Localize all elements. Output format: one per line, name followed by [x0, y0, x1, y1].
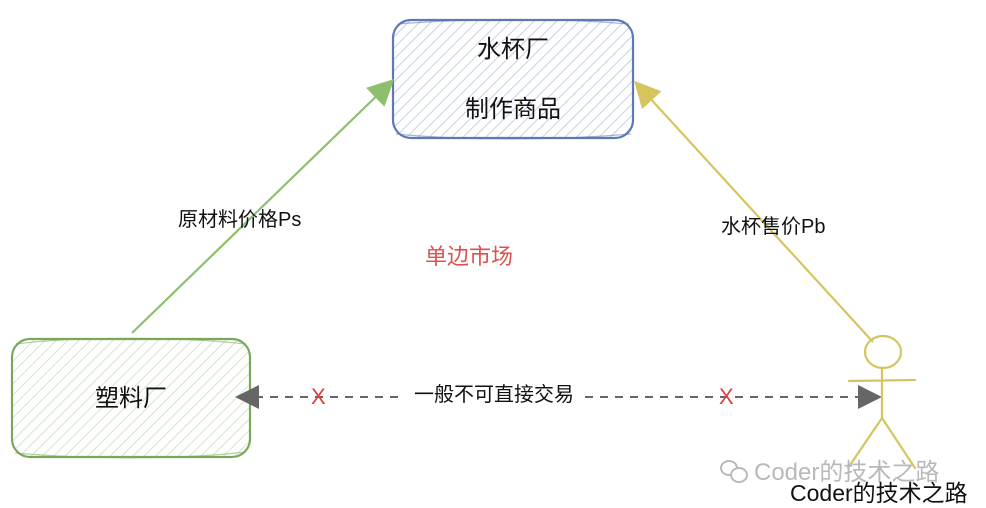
cup-factory-line-1: 水杯厂 — [477, 36, 549, 63]
right-x-mark: X — [719, 384, 734, 409]
consumer-stick-figure — [846, 334, 917, 470]
right-edge-label: 水杯售价Pb — [721, 216, 826, 238]
cup-factory-text: 水杯厂 制作商品 — [393, 22, 633, 138]
plastic-factory-node — [10, 337, 252, 459]
trade-label: 一般不可直接交易 — [404, 383, 584, 407]
left-price-arrow — [131, 78, 395, 334]
chat-bubble-icon — [720, 458, 748, 483]
watermark: Coder的技术之路 — [720, 452, 939, 487]
cup-factory-line-2: 制作商品 — [465, 96, 561, 123]
cup-factory-node — [391, 18, 635, 140]
left-x-mark: X — [311, 384, 326, 409]
right-price-arrow — [634, 80, 874, 343]
market-label: 单边市场 — [425, 244, 514, 269]
plastic-factory-text: 塑料厂 — [12, 340, 250, 457]
plastic-factory-label: 塑料厂 — [95, 384, 167, 412]
left-edge-label: 原材料价格Ps — [178, 209, 302, 231]
watermark-text: Coder的技术之路 — [754, 459, 940, 486]
consumer-label: Coder的技术之路 — [790, 480, 968, 506]
